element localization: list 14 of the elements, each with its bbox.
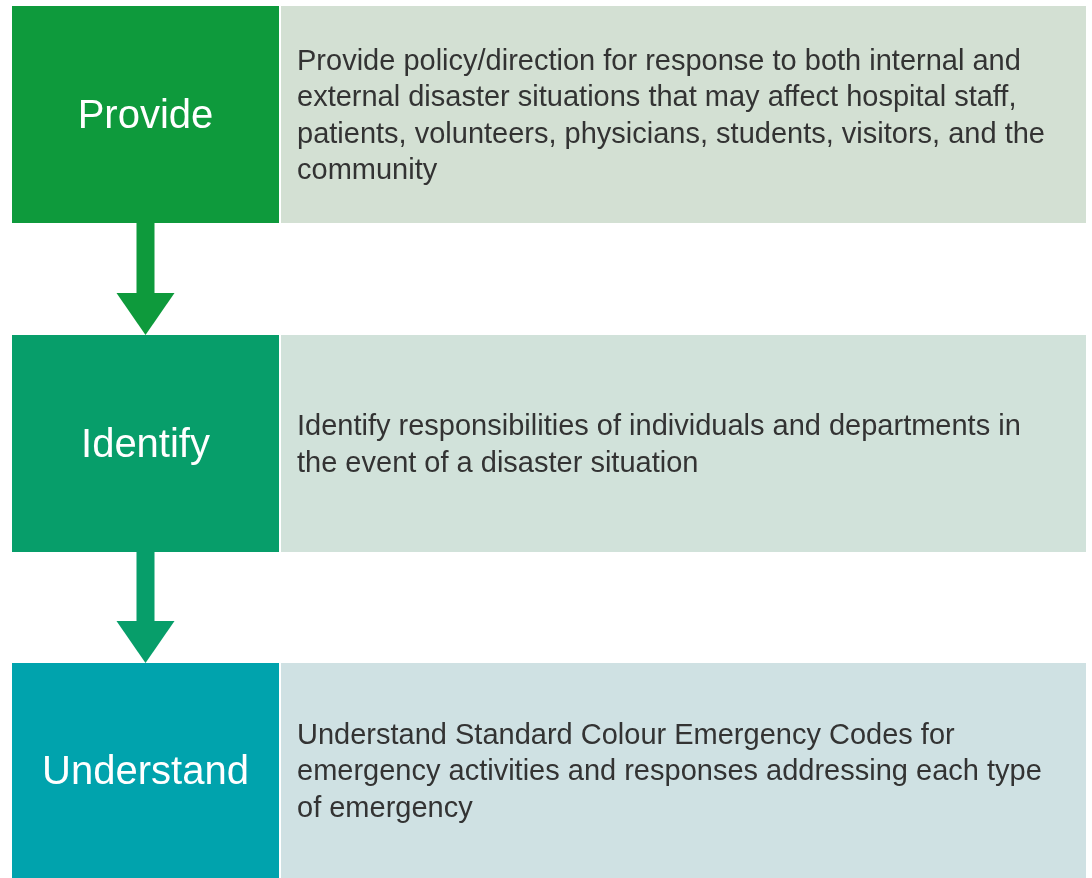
- step-title: Understand: [42, 748, 249, 793]
- description-text: Provide policy/direction for response to both internal and external disaster situations that may affect hospital staff, patients, volunteers, physicians, students, visitors, and the community: [297, 43, 1046, 187]
- step-title: Identify: [81, 421, 210, 466]
- arrow: [116, 223, 175, 335]
- step-title: Provide: [77, 92, 214, 137]
- description-panel: [281, 6, 1086, 223]
- description-text: Identify responsibilities of individuals and departments in the event of a disaster situation: [297, 408, 1022, 480]
- step-box: [12, 335, 279, 552]
- step-box: [12, 663, 279, 878]
- step-box: [12, 6, 279, 223]
- description-text: Understand Standard Colour Emergency Codes for emergency activities and responses addressing each type of emergency: [297, 717, 1043, 825]
- arrow: [116, 552, 175, 663]
- description-panel: [281, 663, 1086, 878]
- description-panel: [281, 335, 1086, 552]
